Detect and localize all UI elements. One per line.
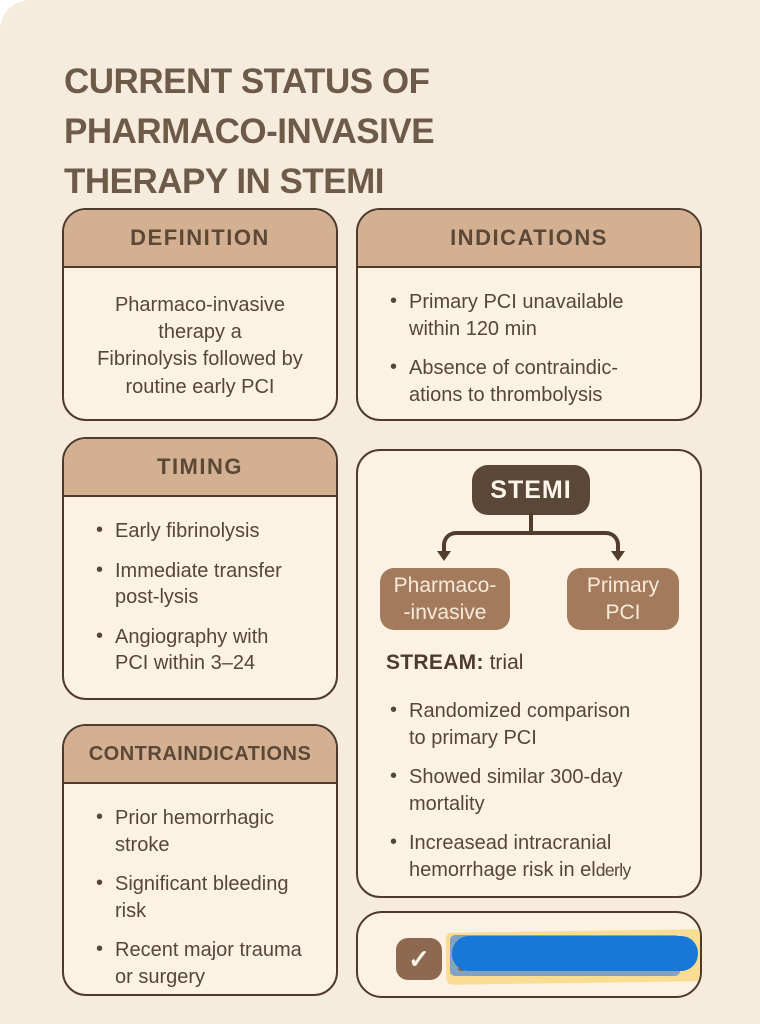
list-item: Angiography with PCI within 3–24 <box>94 623 324 677</box>
definition-card: DEFINITION Pharmaco-invasive therapy a F… <box>62 208 338 421</box>
stream-trial-label: STREAM: <box>386 651 484 674</box>
page-title: CURRENT STATUS OF PHARMACO-INVASIVE THER… <box>64 62 435 201</box>
flowchart-connector-branches <box>442 531 620 553</box>
definition-body: Pharmaco-invasive therapy a Fibrinolysis… <box>97 294 303 398</box>
list-item: Early fibrinolysis <box>94 517 324 545</box>
contraindications-card: CONTRAINDICATIONS Prior hemorrhagic stro… <box>62 724 338 996</box>
list-item: Primary PCI unavailable within 120 min <box>388 288 688 342</box>
flowchart-root-node: STEMI <box>472 465 590 515</box>
flowchart-node-primary-pci: Primary PCI <box>567 568 679 630</box>
list-item: Increasead intracranial hemorrhage risk … <box>388 829 688 883</box>
redaction-scribble <box>452 936 698 971</box>
stream-trial-list: Randomized comparison to primary PCI Sho… <box>358 677 700 896</box>
list-item: Absence of contraindic- ations to thromb… <box>388 354 688 408</box>
checkmark-icon: ✓ <box>408 943 430 974</box>
timing-list: Early fibrinolysis Immediate transfer po… <box>64 497 336 677</box>
stemi-flowchart-card: STEMI Pharmaco- -invasive Primary PCI ST… <box>356 449 702 898</box>
indications-header: INDICATIONS <box>358 210 700 268</box>
indications-card: INDICATIONS Primary PCI unavailable with… <box>356 208 702 421</box>
list-item: Recent major trauma or surgery <box>94 936 324 990</box>
list-item: Randomized comparison to primary PCI <box>388 697 688 751</box>
stream-trial-heading: STREAM: trial <box>386 651 523 675</box>
flowchart-connector-stem <box>529 513 533 532</box>
checkbox-checked[interactable]: ✓ <box>396 938 442 980</box>
contraindications-header: CONTRAINDICATIONS <box>64 726 336 784</box>
contraindications-list: Prior hemorrhagic stroke Significant ble… <box>64 784 336 991</box>
list-item: Showed similar 300-day mortality <box>388 763 688 817</box>
timing-card: TIMING Early fibrinolysis Immediate tran… <box>62 437 338 700</box>
takeaway-card: ✓ <box>356 911 702 998</box>
list-item-text-suffix: derly <box>595 859 632 880</box>
arrow-down-icon <box>437 551 451 561</box>
definition-header: DEFINITION <box>64 210 336 268</box>
timing-header: TIMING <box>64 439 336 497</box>
list-item: Prior hemorrhagic stroke <box>94 804 324 858</box>
list-item: Immediate transfer post-lysis <box>94 557 324 611</box>
flowchart-node-pharmaco-invasive: Pharmaco- -invasive <box>380 568 510 630</box>
indications-list: Primary PCI unavailable within 120 min A… <box>358 268 700 408</box>
arrow-down-icon <box>611 551 625 561</box>
list-item: Significant bleeding risk <box>94 870 324 924</box>
list-item-text: Increasead intracranial hemorrhage risk … <box>409 832 612 881</box>
stream-trial-label-rest: trial <box>483 651 524 674</box>
